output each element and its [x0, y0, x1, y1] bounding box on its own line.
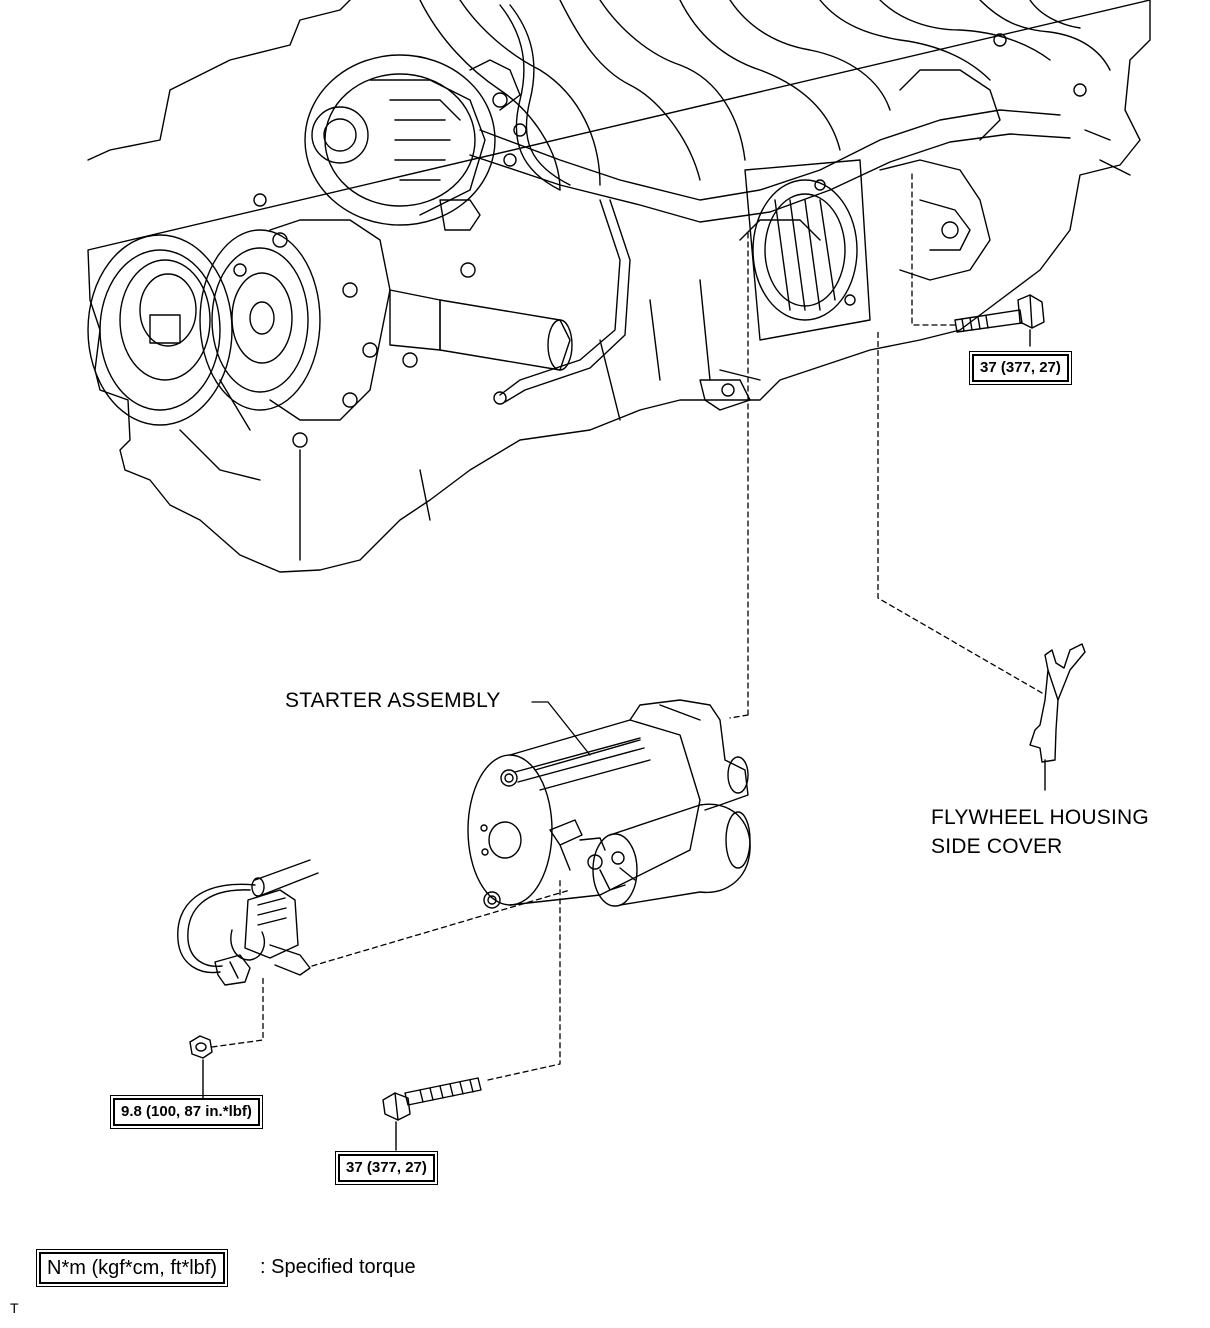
- torque-spec-lower-bolt: 37 (377, 27): [335, 1151, 438, 1185]
- torque-spec-terminal-nut: 9.8 (100, 87 in.*lbf): [110, 1095, 263, 1129]
- engine-block: [87, 0, 1151, 573]
- starter-assembly: [467, 699, 751, 909]
- flywheel-cover-label-line1: FLYWHEEL HOUSING: [931, 806, 1149, 829]
- flywheel-cover-label-line2: SIDE COVER: [931, 835, 1063, 858]
- lower-bolt: [382, 1077, 482, 1151]
- alignment-lines: [211, 169, 1043, 1081]
- terminal-nut: [189, 1035, 213, 1099]
- starter-wire-harness: [177, 859, 319, 986]
- footer-code: T: [10, 1300, 19, 1316]
- legend-unit-box: N*m (kgf*cm, ft*lbf): [35, 1249, 229, 1287]
- torque-spec-upper-bolt: 37 (377, 27): [969, 351, 1072, 385]
- legend-description: : Specified torque: [260, 1256, 416, 1278]
- upper-right-bolt: [954, 294, 1045, 347]
- flywheel-housing-side-cover: [1029, 643, 1086, 791]
- leader-lines: [531, 701, 591, 756]
- starter-assembly-label: STARTER ASSEMBLY: [285, 689, 501, 712]
